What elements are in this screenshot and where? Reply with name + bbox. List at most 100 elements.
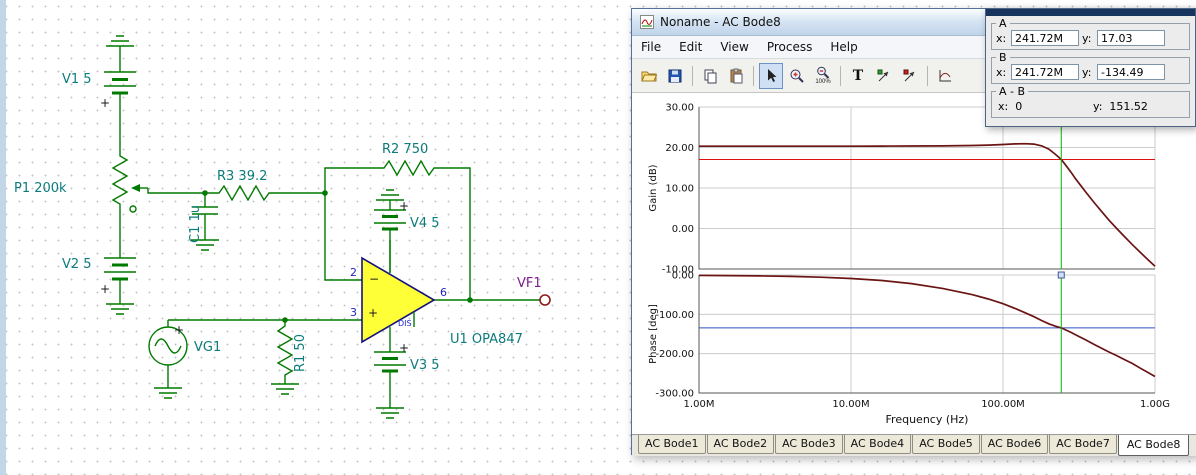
vg1-plus-mark: +: [174, 323, 185, 337]
label-r2[interactable]: R2 750: [382, 142, 429, 157]
axes-button[interactable]: [933, 63, 957, 89]
select-tool-icon: [768, 68, 777, 82]
cursor-b-x-label: x:: [996, 65, 1007, 79]
gain-curve: [699, 142, 1156, 267]
label-v4[interactable]: V4 5: [410, 216, 440, 231]
select-tool-button[interactable]: [759, 62, 783, 89]
voltage-source-v4[interactable]: [374, 209, 406, 273]
cursor-b-group: B x: y:: [991, 51, 1190, 84]
axis-frame: [698, 275, 1155, 394]
ground-top-icon[interactable]: [106, 35, 134, 64]
tab-ac-bode6[interactable]: AC Bode6: [980, 435, 1049, 454]
window-title: Noname - AC Bode8: [660, 15, 781, 29]
tab-ac-bode4[interactable]: AC Bode4: [843, 435, 912, 454]
label-vg1[interactable]: VG1: [194, 340, 222, 355]
label-vf1[interactable]: VF1: [517, 276, 542, 291]
cursor-b-button[interactable]: [898, 63, 922, 89]
v4-plus-mark: +: [399, 199, 410, 213]
junction-dots: [202, 190, 473, 323]
zoom-in-button[interactable]: [785, 63, 809, 89]
open-icon: [641, 71, 657, 81]
text-tool-button[interactable]: T: [846, 63, 870, 89]
x-tick-label: 1.00G: [1140, 399, 1170, 410]
resistor-r2[interactable]: [380, 159, 442, 177]
ground-v4-icon[interactable]: [376, 189, 404, 210]
tab-ac-bode2[interactable]: AC Bode2: [706, 435, 775, 454]
phase-curve: [698, 274, 1156, 378]
toolbar-separator: [753, 65, 754, 86]
cursor-a-icon: [877, 69, 889, 81]
label-v3[interactable]: V3 5: [410, 358, 440, 373]
x-axis-title: Frequency (Hz): [886, 413, 969, 426]
label-v1[interactable]: V1 5: [62, 72, 92, 87]
menu-process[interactable]: Process: [766, 40, 813, 54]
tab-ac-bode7[interactable]: AC Bode7: [1049, 435, 1117, 454]
paste-button[interactable]: [724, 63, 748, 89]
cursor-a-button[interactable]: [872, 63, 896, 89]
menu-view[interactable]: View: [720, 40, 749, 54]
label-c1[interactable]: C1 1u: [188, 205, 203, 243]
opamp-u1[interactable]: [361, 240, 436, 352]
resistor-r3[interactable]: [215, 184, 277, 202]
cursor-handle[interactable]: [1057, 271, 1065, 279]
axes-icon: [939, 69, 951, 81]
save-button[interactable]: [663, 63, 687, 89]
label-u1[interactable]: U1 OPA847: [450, 332, 523, 347]
probe-vf1[interactable]: [539, 294, 551, 306]
left-edge-strip: [0, 0, 6, 475]
tab-ac-bode8[interactable]: AC Bode8: [1117, 435, 1190, 456]
label-v2[interactable]: V2 5: [62, 257, 92, 272]
generator-vg1[interactable]: [148, 320, 188, 399]
cursor-b-x-input[interactable]: [1011, 64, 1079, 80]
cursor-a-x-input[interactable]: [1011, 30, 1079, 46]
cursor-b-y-input[interactable]: [1097, 64, 1165, 80]
capacitor-c1[interactable]: [191, 193, 219, 251]
cursor-panel-titlebar[interactable]: [986, 9, 1195, 16]
y-tick-label: 0.00: [672, 271, 694, 282]
cursor-a-y-label: y:: [1082, 31, 1092, 45]
toolbar-separator: [927, 65, 928, 86]
cursor-b-y-label: y:: [1082, 65, 1092, 79]
x-tick-label: 1.00M: [684, 399, 715, 410]
voltage-source-v1[interactable]: [104, 64, 136, 152]
zoom-level-label: 100%: [815, 78, 831, 85]
toolbar-separator: [840, 65, 841, 86]
text-tool-icon: T: [852, 67, 864, 84]
voltage-source-v2[interactable]: [104, 208, 136, 302]
menu-edit[interactable]: Edit: [679, 40, 703, 54]
tab-ac-bode1[interactable]: AC Bode1: [638, 435, 706, 454]
save-icon: [668, 69, 682, 82]
open-button[interactable]: [637, 63, 661, 89]
cursor-a-y-input[interactable]: [1097, 30, 1165, 46]
schematic-drawing: [104, 35, 551, 419]
tab-ac-bode3[interactable]: AC Bode3: [775, 435, 843, 454]
cursor-diff-x: x: 0: [998, 100, 1023, 113]
zoom-in-icon: [790, 69, 804, 83]
axis-frame: [698, 107, 1155, 270]
label-r3[interactable]: R3 39.2: [217, 169, 268, 184]
potentiometer-p1[interactable]: [111, 152, 148, 213]
y-axis-title: Gain (dB): [648, 164, 659, 211]
ground-v3-icon[interactable]: [376, 407, 404, 419]
ground-v2-icon[interactable]: [106, 302, 134, 315]
opamp-dis-label: DIS: [398, 319, 412, 328]
opamp-pin6-label: 6: [440, 286, 447, 299]
cursor-diff-group: A - B x: 0 y: 151.52: [991, 85, 1190, 118]
zoom-out-button[interactable]: 100%: [811, 63, 835, 89]
voltage-source-v3[interactable]: [374, 351, 406, 408]
copy-button[interactable]: [698, 63, 722, 89]
y-axis-title: Phase [deg]: [648, 304, 659, 364]
menu-help[interactable]: Help: [830, 40, 858, 54]
paste-icon: [730, 68, 743, 83]
menu-file[interactable]: File: [641, 40, 662, 54]
window-icon: [640, 15, 654, 29]
label-r1[interactable]: R1 50: [293, 334, 308, 372]
y-tick-label: -300.00: [655, 389, 694, 400]
label-p1[interactable]: P1 200k: [14, 181, 67, 196]
resistor-r1[interactable]: [271, 320, 299, 395]
zoom-out-icon: [817, 66, 830, 79]
cursor-diff-y: y: 151.52: [1093, 100, 1148, 113]
wires[interactable]: [147, 167, 540, 321]
tab-ac-bode5[interactable]: AC Bode5: [912, 435, 980, 454]
